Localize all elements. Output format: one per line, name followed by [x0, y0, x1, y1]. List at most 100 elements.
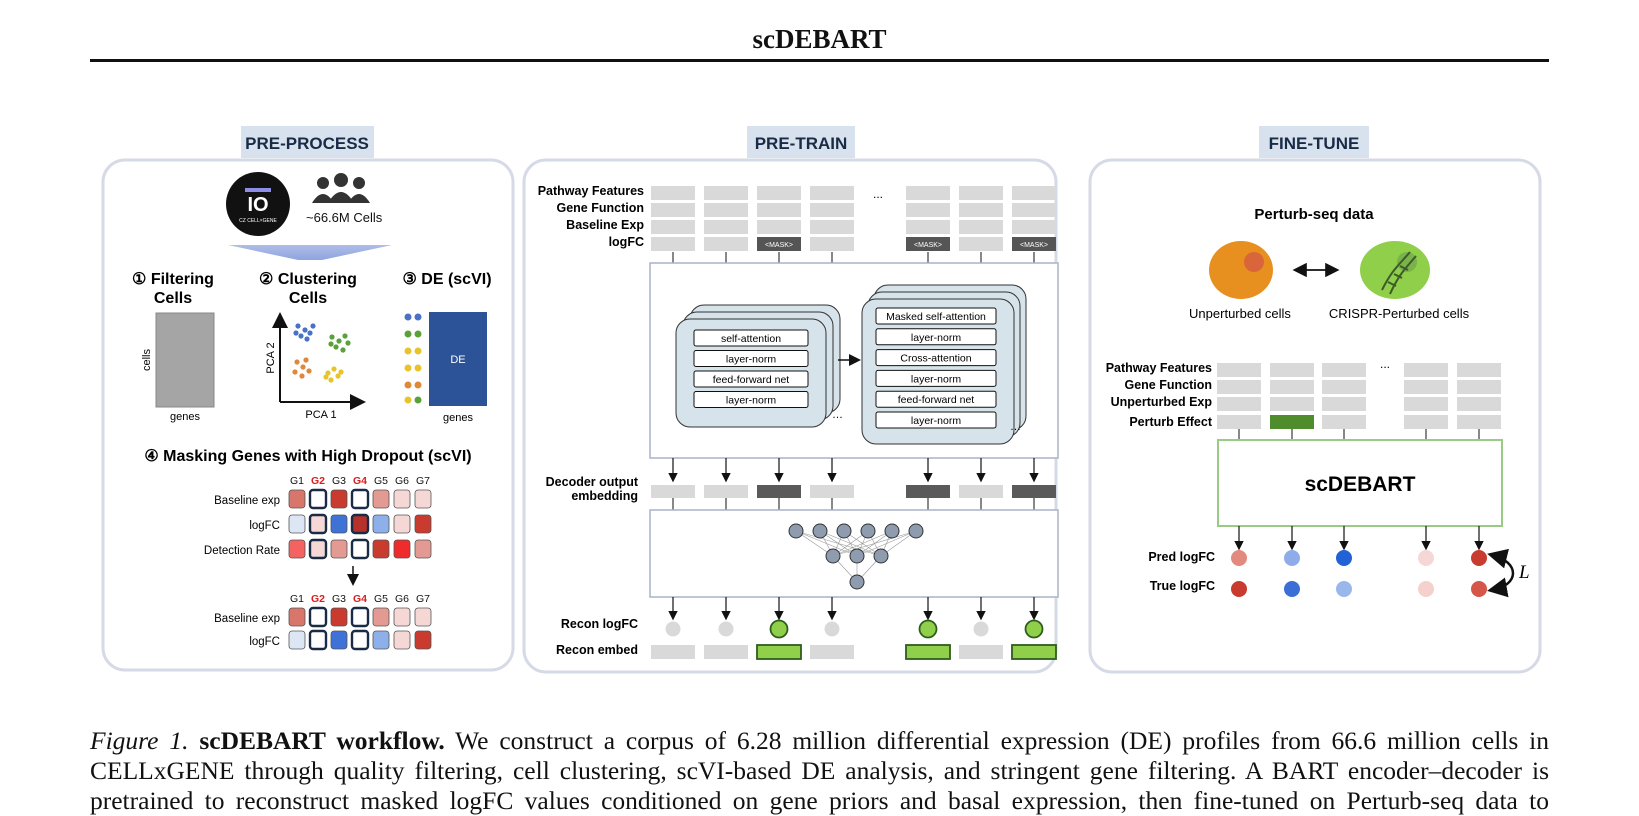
recon-logfc-dot [718, 621, 734, 637]
decoder-layer [875, 369, 997, 387]
people-icon [312, 173, 370, 203]
cluster-orange [292, 357, 312, 379]
cluster-green [328, 333, 351, 353]
grid-cell [288, 489, 306, 509]
input-cell [810, 237, 854, 251]
ft-row-unperturbed: Unperturbed Exp [1111, 395, 1213, 409]
input-cell [959, 203, 1003, 217]
mask-token-cell [757, 237, 801, 251]
mask-token-label: <MASK> [765, 242, 793, 249]
input-cell [906, 203, 950, 217]
gene-header: G7 [416, 475, 430, 487]
grid-cell [393, 489, 411, 509]
recon-logfc-dot [824, 621, 840, 637]
pred-logfc-dot [1284, 550, 1300, 566]
preprocess-panel: PRE-PROCESS IO CZ CELL×GENE ~66.6M Cells… [101, 126, 515, 672]
input-cell [1457, 363, 1501, 377]
input-cell [757, 220, 801, 234]
input-cell [1457, 397, 1501, 411]
encoder-layer-label: feed-forward net [713, 374, 790, 386]
perturb-effect-cell [1270, 415, 1314, 429]
caption-title: scDEBART workflow. [199, 726, 445, 755]
recon-embed-cell [1011, 644, 1057, 660]
input-cell [1404, 363, 1448, 377]
nn-node [812, 523, 828, 539]
input-cell [1457, 415, 1501, 429]
recon-embed-cell [810, 645, 854, 659]
input-cell [810, 220, 854, 234]
gene-header: G6 [395, 593, 409, 605]
gene-header: G6 [395, 475, 409, 487]
recon-row [651, 597, 1057, 660]
grid-cell [350, 606, 370, 628]
pt-decoder-output-1: Decoder output [546, 475, 639, 489]
input-cell [704, 203, 748, 217]
grid-cell [414, 630, 432, 650]
gene-header: G3 [332, 475, 346, 487]
decoder-output-row [651, 458, 1056, 510]
decoder-layer-label: layer-norm [911, 373, 961, 385]
encoder-layer-label: layer-norm [726, 395, 776, 407]
grid-cell [414, 607, 432, 627]
ft-row-effect: Perturb Effect [1129, 415, 1212, 429]
nn-node [873, 548, 889, 564]
caption-line1: We construct a corpus of 6.28 million di… [455, 726, 1550, 755]
mask-token-cell [1012, 237, 1056, 251]
decoder-output-cell [651, 485, 695, 498]
decoder-output-cell [1012, 485, 1056, 498]
svg-text:…: … [1010, 421, 1021, 433]
gene-header: G5 [374, 475, 388, 487]
gene-header: G7 [416, 593, 430, 605]
gene-header: G3 [332, 593, 346, 605]
mask-token-label: <MASK> [1020, 242, 1048, 249]
ft-true-logfc: True logFC [1150, 579, 1215, 593]
mask-token-label: <MASK> [914, 242, 942, 249]
step2-line1: ② Clustering [259, 271, 357, 288]
step3-heading: ③ DE (scVI) [402, 271, 491, 288]
input-cell [757, 186, 801, 200]
input-cell [704, 237, 748, 251]
recon-logfc-dot [918, 619, 938, 639]
nn-node [884, 523, 900, 539]
grid-cell [330, 630, 348, 650]
pt-row-logfc: logFC [609, 235, 644, 249]
decoder-layer-label: feed-forward net [898, 394, 975, 406]
input-cell [651, 203, 695, 217]
ft-pred-logfc: Pred logFC [1148, 550, 1215, 564]
grid-cell [330, 489, 348, 509]
decoder-layer [875, 411, 997, 429]
recon-embed-cell [905, 644, 951, 660]
grid-row-label: Baseline exp [214, 495, 280, 507]
dna-icon [1381, 251, 1417, 295]
input-cell [1322, 397, 1366, 411]
grid-cell [350, 538, 370, 560]
loss-arrow [1487, 548, 1514, 598]
encoder-layer-label: layer-norm [726, 354, 776, 366]
recon-logfc-dot [973, 621, 989, 637]
nn-edge [856, 530, 917, 557]
svg-text:…: … [832, 409, 843, 421]
ft-row-pathway: Pathway Features [1106, 361, 1212, 375]
decoder-layer-label: layer-norm [911, 332, 961, 344]
grid-cell [288, 514, 306, 534]
de-dots [404, 313, 422, 404]
input-cell [1217, 363, 1261, 377]
decoder-layer-label: Masked self-attention [886, 311, 986, 323]
reconstruction-network [788, 523, 924, 590]
finetune-label: FINE-TUNE [1269, 134, 1360, 153]
step2-line2: Cells [289, 290, 327, 307]
caption-line3: pretrained to reconstruct masked logFC v… [90, 786, 1549, 815]
input-cell [1217, 380, 1261, 394]
input-cell [810, 203, 854, 217]
recon-embed-cell [959, 645, 1003, 659]
pred-logfc-dot [1418, 550, 1434, 566]
grid-cell [288, 539, 306, 559]
de-matrix [429, 312, 487, 406]
grid-cell [288, 607, 306, 627]
decoder-output-cell [906, 485, 950, 498]
input-cell [1404, 415, 1448, 429]
grid-cell [350, 629, 370, 651]
